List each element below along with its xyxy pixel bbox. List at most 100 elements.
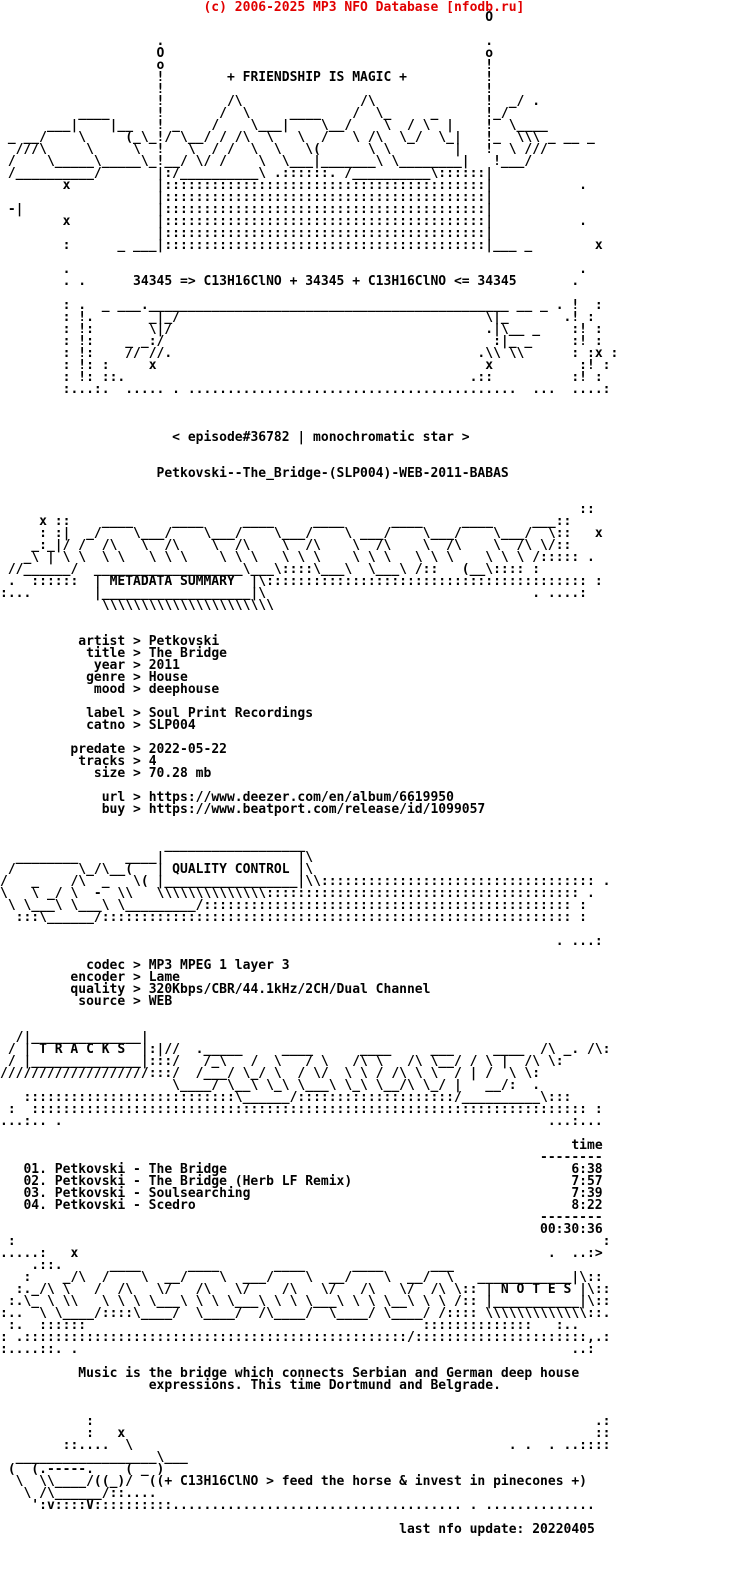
quality-source-row: source > WEB xyxy=(0,994,173,1009)
track-row-2: 02. Petkovski - The Bridge (Herb LF Remix… xyxy=(23,1174,603,1189)
time-column-header: time xyxy=(571,1138,603,1153)
quality-separator: > xyxy=(125,994,149,1009)
bottom-ascii-art: : .: : x :: ::.... \ xyxy=(7,1414,611,1513)
bridge-ascii-art: : . _ ___.______________________________… xyxy=(62,298,619,397)
track-title: Petkovski - The Bridge xyxy=(54,1162,227,1177)
track-title: Petkovski - Soulsearching xyxy=(54,1186,251,1201)
quality-value: WEB xyxy=(148,994,173,1009)
track-row-1: 01. Petkovski - The Bridge 6:38 xyxy=(23,1162,603,1177)
track-number: 02. xyxy=(23,1174,47,1189)
meta-label: mood xyxy=(93,682,126,697)
notes-line-1: Music is the bridge which connects Serbi… xyxy=(78,1366,580,1381)
tracks-separator-bottom: -------- xyxy=(540,1210,603,1225)
meta-separator: > xyxy=(125,742,149,757)
meta-label: predate xyxy=(70,742,126,757)
meta-value: 70.28 mb xyxy=(148,766,212,781)
meta-artist-row: artist > Petkovski xyxy=(0,634,220,649)
meta-separator: > xyxy=(125,766,149,781)
meta-buy-row: buy > https://www.beatport.com/release/i… xyxy=(0,802,486,817)
meta-separator: > xyxy=(125,802,149,817)
track-number: 03. xyxy=(23,1186,47,1201)
meta-separator: > xyxy=(125,718,149,733)
track-time: 7:39 xyxy=(571,1186,603,1201)
tracks-total-time: 00:30:36 xyxy=(540,1222,603,1237)
meta-separator: > xyxy=(125,658,149,673)
slogan-pinecones: ((+ C13H16ClNO > feed the horse & invest… xyxy=(148,1474,587,1489)
meta-genre-row: genre > House xyxy=(0,670,188,685)
release-name: Petkovski--The_Bridge-(SLP004)-WEB-2011-… xyxy=(156,466,509,481)
meta-url-value: https://www.deezer.com/en/album/6619950 xyxy=(148,790,454,805)
meta-value: SLP004 xyxy=(148,718,196,733)
meta-predate-row: predate > 2022-05-22 xyxy=(0,742,227,757)
meta-label: year xyxy=(93,658,126,673)
notes-line-2: expressions. This time Dortmund and Belg… xyxy=(148,1378,501,1393)
track-number: 04. xyxy=(23,1198,47,1213)
track-row-4: 04. Petkovski - Scedro 8:22 xyxy=(23,1198,603,1213)
quality-separator: > xyxy=(125,982,149,997)
meta-separator: > xyxy=(125,646,149,661)
meta-separator: > xyxy=(125,706,149,721)
tracks-separator-top: -------- xyxy=(540,1150,603,1165)
meta-label: tracks xyxy=(78,754,126,769)
track-time: 6:38 xyxy=(571,1162,603,1177)
quality-label: codec xyxy=(86,958,126,973)
meta-label: catno xyxy=(86,718,126,733)
meta-label: size xyxy=(93,766,126,781)
quality-value: 320Kbps/CBR/44.1kHz/2CH/Dual Channel xyxy=(148,982,431,997)
meta-value: 2011 xyxy=(148,658,181,673)
last-nfo-update: last nfo update: 20220405 xyxy=(399,1522,595,1537)
meta-value: Soul Print Recordings xyxy=(148,706,314,721)
nfodb-copyright-header: (c) 2006-2025 MP3 NFO Database [nfodb.ru… xyxy=(203,0,525,15)
chemistry-equation: 34345 => C13H16ClNO + 34345 + C13H16ClNO… xyxy=(133,274,517,289)
quality-separator: > xyxy=(125,958,149,973)
quality-value: Lame xyxy=(148,970,181,985)
meta-label: genre xyxy=(86,670,126,685)
meta-separator: > xyxy=(125,682,149,697)
meta-separator: > xyxy=(125,634,149,649)
quality-encoder-row: encoder > Lame xyxy=(0,970,181,985)
meta-value: 4 xyxy=(148,754,157,769)
meta-title-row: title > The Bridge xyxy=(0,646,227,661)
track-time: 7:57 xyxy=(571,1174,603,1189)
top-ascii-art: O . . O o o ! xyxy=(7,10,603,289)
meta-url-row: url > https://www.deezer.com/en/album/66… xyxy=(0,790,454,805)
quality-codec-row: codec > MP3 MPEG 1 layer 3 xyxy=(0,958,290,973)
meta-label: label xyxy=(86,706,126,721)
meta-value: Petkovski xyxy=(148,634,220,649)
meta-year-row: year > 2011 xyxy=(0,658,181,673)
meta-label: title xyxy=(86,646,126,661)
meta-value: 2022-05-22 xyxy=(148,742,227,757)
track-row-3: 03. Petkovski - Soulsearching 7:39 xyxy=(23,1186,603,1201)
meta-mood-row: mood > deephouse xyxy=(0,682,220,697)
quality-label: encoder xyxy=(70,970,126,985)
quality-label: quality xyxy=(70,982,126,997)
meta-label: url xyxy=(101,790,126,805)
track-number: 01. xyxy=(23,1162,47,1177)
meta-separator: > xyxy=(125,670,149,685)
section-title-tracks: T R A C K S xyxy=(39,1042,126,1057)
meta-label: buy xyxy=(101,802,126,817)
section-title-notes: N O T E S xyxy=(500,1282,572,1297)
track-time: 8:22 xyxy=(571,1198,603,1213)
quality-separator: > xyxy=(125,970,149,985)
meta-value: The Bridge xyxy=(148,646,227,661)
meta-tracks-row: tracks > 4 xyxy=(0,754,157,769)
meta-size-row: size > 70.28 mb xyxy=(0,766,212,781)
meta-label-row: label > Soul Print Recordings xyxy=(0,706,314,721)
quality-label: source xyxy=(78,994,126,1009)
section-title-metadata: METADATA SUMMARY xyxy=(109,574,235,589)
slogan-friendship: + FRIENDSHIP IS MAGIC + xyxy=(226,70,407,85)
meta-label: artist xyxy=(78,634,126,649)
notes-header-art: : : .....: x . ..:> .::. ____ ____ ____ xyxy=(0,1234,611,1357)
meta-value: deephouse xyxy=(148,682,220,697)
quality-header-art: __________________ ________ ____| |\ / \… xyxy=(0,838,611,949)
track-title: Petkovski - Scedro xyxy=(54,1198,196,1213)
track-title: Petkovski - The Bridge (Herb LF Remix) xyxy=(54,1174,353,1189)
meta-buy-value: https://www.beatport.com/release/id/1099… xyxy=(148,802,486,817)
meta-value: House xyxy=(148,670,188,685)
quality-quality-row: quality > 320Kbps/CBR/44.1kHz/2CH/Dual C… xyxy=(0,982,431,997)
metadata-header-art: :: x :: ____ ____ ____ ____ ____ ____ __… xyxy=(0,502,603,613)
section-title-quality: QUALITY CONTROL xyxy=(172,862,290,877)
meta-separator: > xyxy=(125,754,149,769)
meta-catno-row: catno > SLP004 xyxy=(0,718,196,733)
